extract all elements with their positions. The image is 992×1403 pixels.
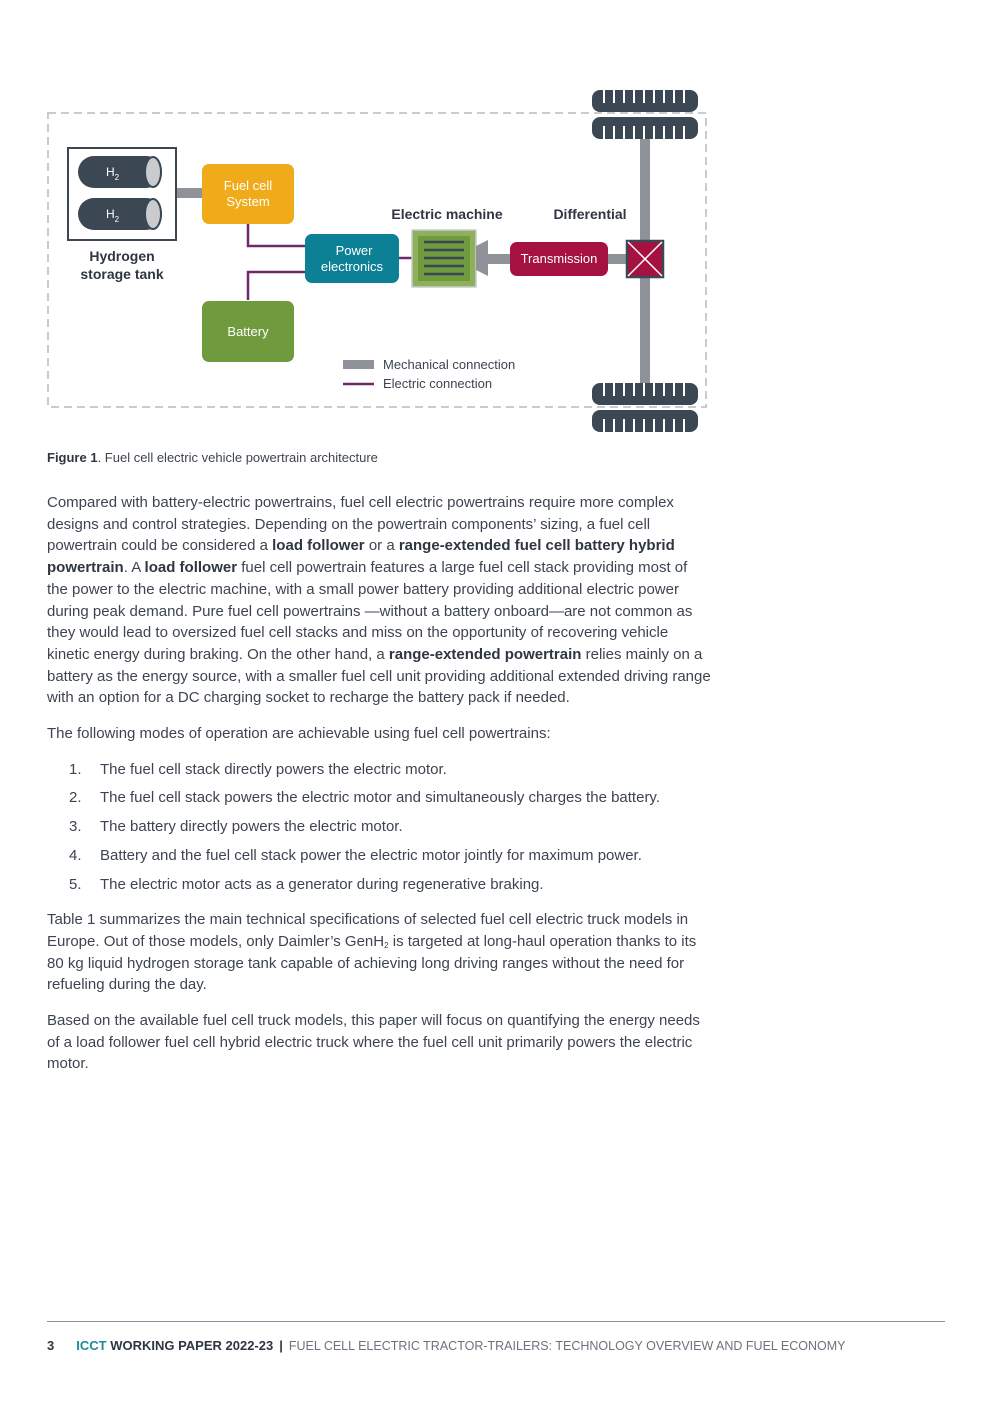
list-item: 3. The battery directly powers the electr… [47, 816, 712, 838]
tire-bottom-icon [592, 383, 698, 432]
figure-caption: Figure 1. Fuel cell electric vehicle pow… [47, 450, 707, 465]
list-item: 5. The electric motor acts as a generator… [47, 874, 712, 896]
para1-text-3: . A [123, 559, 145, 577]
term-range-extended-powertrain: range-extended powertrain [388, 645, 582, 663]
list-item-number: 5. [69, 875, 82, 893]
list-item: 2. The fuel cell stack powers the electri… [47, 787, 712, 809]
paragraph-modes-intro: The following modes of operation are ach… [47, 725, 551, 743]
transmission-label: Transmission [521, 251, 598, 266]
h2-label-top: H2 [106, 165, 120, 182]
legend-mechanical-swatch [343, 360, 374, 369]
electric-connections [246, 224, 412, 300]
list-item-number: 3. [69, 818, 82, 836]
fuel-cell-box [202, 164, 294, 224]
list-item-text: The fuel cell stack directly powers the … [100, 760, 447, 778]
para1-text-1: Compared with battery-electric powertrai… [47, 494, 674, 555]
differential-icon [625, 239, 665, 279]
power-electronics-box [305, 234, 399, 283]
modes-list: 1. The fuel cell stack directly powers th… [47, 759, 712, 896]
power-electronics-label-line1: Power [336, 243, 374, 258]
paragraph-table-summary: Table 1 summarizes the main technical sp… [47, 909, 712, 996]
footer-series: WORKING PAPER 2022-23 [106, 1338, 274, 1353]
fuel-cell-label-line2: System [226, 194, 269, 209]
list-item-text: The electric motor acts as a generator d… [100, 875, 544, 893]
term-load-follower-2: load follower [144, 559, 238, 577]
para3-text-1: Table 1 summarizes the main technical sp… [47, 911, 689, 950]
fuel-cell-label-line1: Fuel cell [224, 178, 273, 193]
electric-machine-icon [411, 229, 510, 288]
list-item-text: The battery directly powers the electric… [100, 818, 403, 836]
term-load-follower: load follower [272, 537, 365, 555]
caption-label: Figure 1 [47, 450, 98, 465]
battery-label: Battery [227, 324, 269, 339]
para1-text-5: relies mainly on a battery as the energy… [47, 645, 711, 707]
footer-separator: | [279, 1338, 283, 1353]
para1-text-4: fuel cell powertrain features a large fu… [47, 559, 693, 663]
storage-label-line2: storage tank [80, 266, 163, 282]
legend-mechanical-label: Mechanical connection [383, 357, 515, 372]
list-item-text: Battery and the fuel cell stack power th… [100, 846, 642, 864]
para3-text-2: is targeted at long-haul operation thank… [47, 932, 697, 994]
electric-machine-label: Electric machine [391, 206, 502, 222]
legend-electric-label: Electric connection [383, 376, 492, 391]
legend: Mechanical connection Electric connectio… [343, 357, 515, 391]
para3-subscript: 2 [384, 940, 389, 950]
footer-divider [47, 1321, 945, 1322]
list-item-number: 1. [69, 760, 82, 778]
list-item-number: 4. [69, 846, 82, 864]
list-item: 4. Battery and the fuel cell stack power … [47, 845, 712, 867]
para1-text-2: or a [364, 537, 399, 555]
footer-document-title: FUEL CELL ELECTRIC TRACTOR-TRAILERS: TEC… [288, 1339, 846, 1353]
storage-label-line1: Hydrogen [89, 248, 154, 264]
hydrogen-storage-tank: H2 H2 [67, 147, 177, 241]
list-item-number: 2. [69, 789, 82, 807]
tire-top-icon [592, 90, 698, 139]
battery-box [202, 301, 294, 362]
caption-text: . Fuel cell electric vehicle powertrain … [97, 450, 378, 465]
body-text: Compared with battery-electric powertrai… [47, 492, 712, 1089]
term-range-extended-hybrid: range-extended fuel cell battery hybrid … [47, 537, 675, 577]
differential-label: Differential [553, 206, 626, 222]
powertrain-diagram: H2 H2 Hydrogen storage tank Fuel cell Sy… [47, 90, 707, 432]
paragraph-focus: Based on the available fuel cell truck m… [47, 1012, 700, 1073]
page-number: 3 [47, 1338, 55, 1353]
list-item: 1. The fuel cell stack directly powers th… [47, 759, 712, 781]
page-footer: 3 ICCT WORKING PAPER 2022-23 | FUEL CELL EL… [47, 1338, 845, 1353]
vehicle-boundary [47, 112, 707, 408]
h2-label-bottom: H2 [106, 207, 120, 224]
mechanical-connections [176, 138, 650, 385]
power-electronics-label-line2: electronics [321, 259, 384, 274]
paragraph-powertrain-types: Compared with battery-electric powertrai… [47, 492, 712, 709]
footer-org: ICCT [76, 1338, 107, 1353]
list-item-text: The fuel cell stack powers the electric … [100, 789, 660, 807]
transmission-box [510, 242, 608, 276]
